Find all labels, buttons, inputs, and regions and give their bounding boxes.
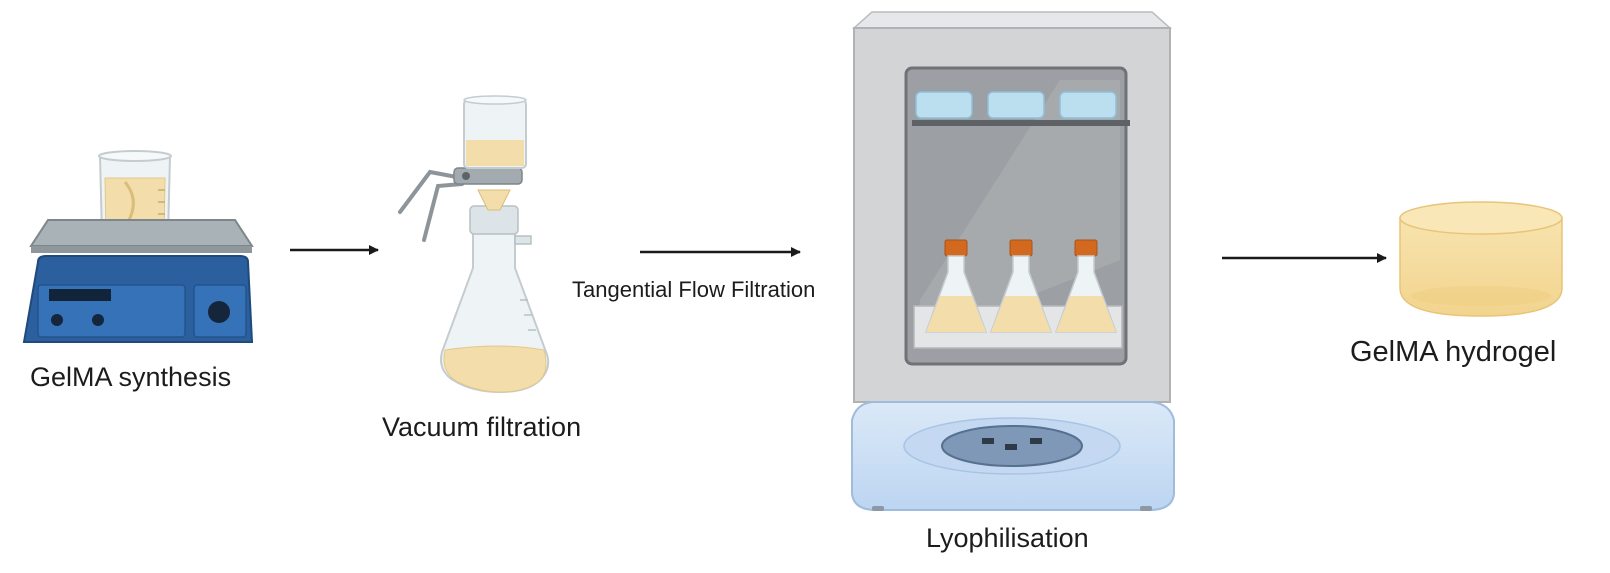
label-lyophilisation: Lyophilisation (926, 523, 1089, 553)
stirrer-beaker-icon (22, 150, 254, 343)
label-gelma-synthesis: GelMA synthesis (30, 362, 232, 392)
hydrogel-disc-icon (1399, 201, 1563, 317)
freeze-dryer-icon (851, 11, 1175, 511)
label-tangential-flow-filtration: Tangential Flow Filtration (572, 277, 816, 302)
vacuum-filtration-flask-icon (398, 95, 550, 394)
label-vacuum-filtration: Vacuum filtration (382, 412, 582, 442)
label-gelma-hydrogel: GelMA hydrogel (1350, 336, 1557, 368)
